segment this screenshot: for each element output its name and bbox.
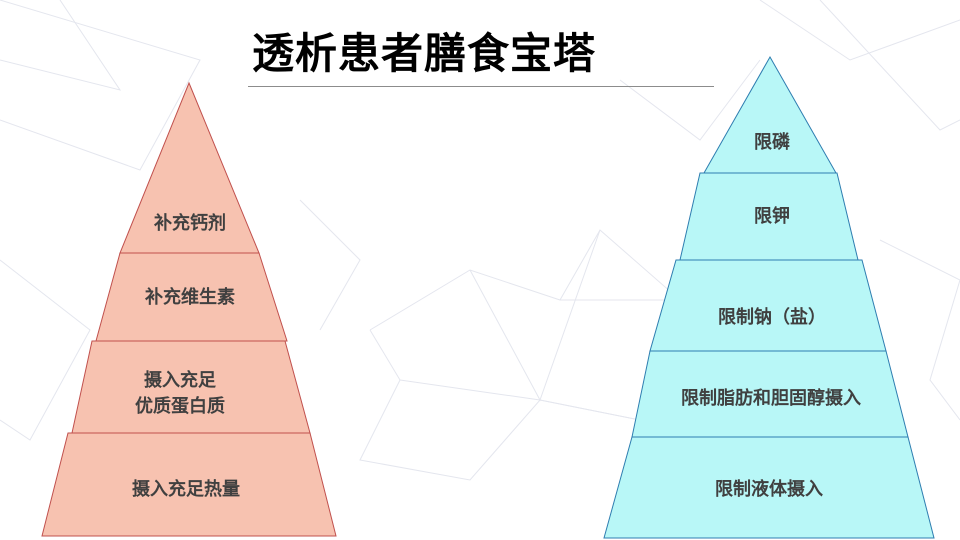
left-tier-2-shape	[95, 252, 288, 342]
left-tier-1-label: 补充钙剂	[154, 213, 226, 234]
page-title: 透析患者膳食宝塔	[252, 29, 597, 78]
right-tier-5-shape	[603, 436, 935, 539]
right-tier-4-label: 限制脂肪和胆固醇摄入	[681, 388, 861, 409]
left-tier-2-label: 补充维生素	[145, 287, 235, 308]
right-tier-5-label: 限制液体摄入	[715, 479, 823, 500]
right-tier-1-label: 限磷	[754, 132, 790, 153]
left-tier-4-label: 摄入充足热量	[132, 479, 240, 500]
left-tier-4-shape	[41, 432, 337, 537]
right-tier-3-label: 限制钠（盐）	[718, 307, 826, 328]
right-tier-2-label: 限钾	[754, 206, 790, 227]
left-tier-3-label: 摄入充足 优质蛋白质	[135, 370, 225, 417]
title-underline	[248, 86, 714, 87]
